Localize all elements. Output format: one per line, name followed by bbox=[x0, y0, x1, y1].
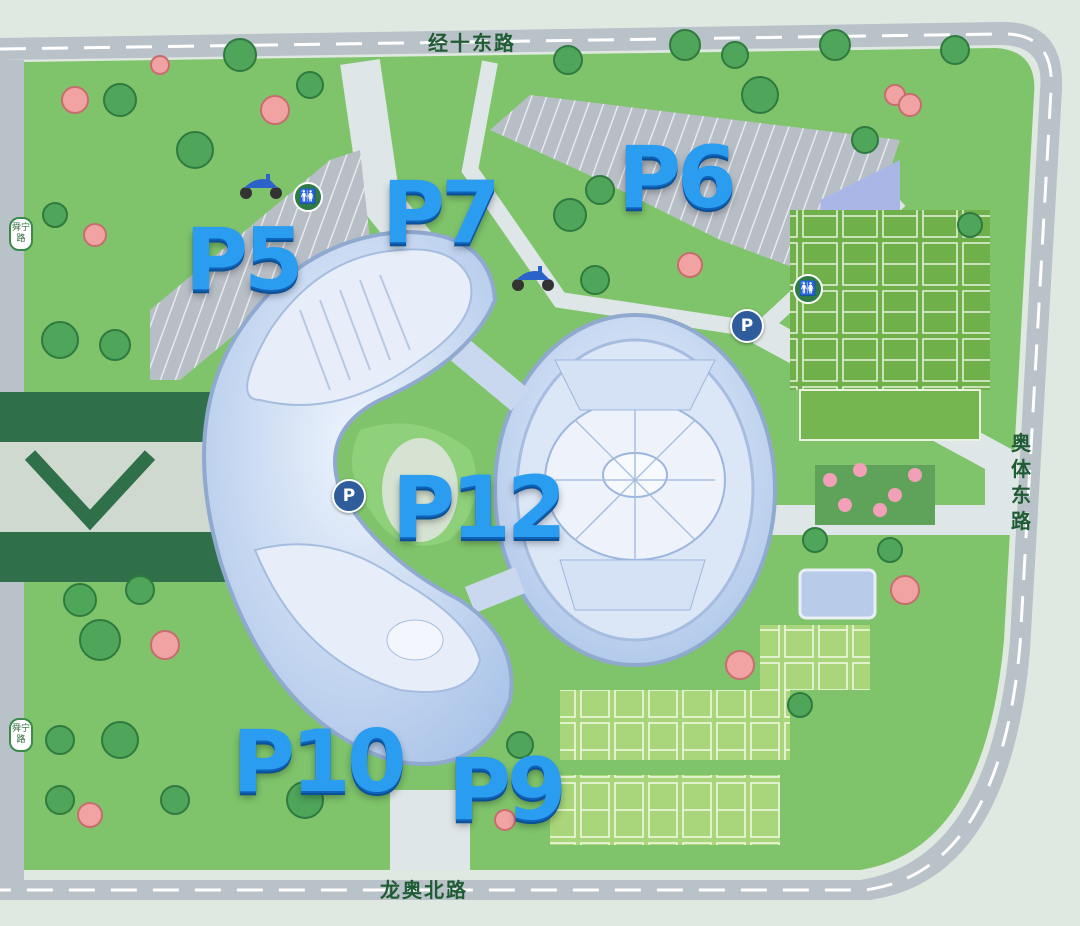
road-label-west-bottom: 舜宁路 bbox=[9, 718, 33, 752]
road-label-south: 龙奥北路 bbox=[380, 878, 468, 902]
road-label-east: 奥体东路 bbox=[1011, 431, 1033, 533]
road-label-west-top: 舜宁路 bbox=[9, 217, 33, 251]
parking-lot-p12[interactable]: P12 bbox=[392, 458, 567, 558]
scooter-icon bbox=[240, 174, 282, 199]
scooter-icon bbox=[512, 266, 554, 291]
restroom-icon: 🚻 bbox=[293, 182, 323, 212]
parking-icon[interactable]: P bbox=[730, 309, 764, 343]
parking-lot-p10[interactable]: P10 bbox=[232, 712, 407, 812]
parking-lot-p7[interactable]: P7 bbox=[382, 163, 501, 263]
parking-lot-p6[interactable]: P6 bbox=[618, 128, 737, 228]
parking-lot-p9[interactable]: P9 bbox=[448, 740, 567, 840]
parking-lot-p5[interactable]: P5 bbox=[185, 210, 304, 310]
restroom-icon: 🚻 bbox=[793, 274, 823, 304]
road-label-north: 经十东路 bbox=[428, 31, 516, 55]
parking-icon[interactable]: P bbox=[332, 479, 366, 513]
